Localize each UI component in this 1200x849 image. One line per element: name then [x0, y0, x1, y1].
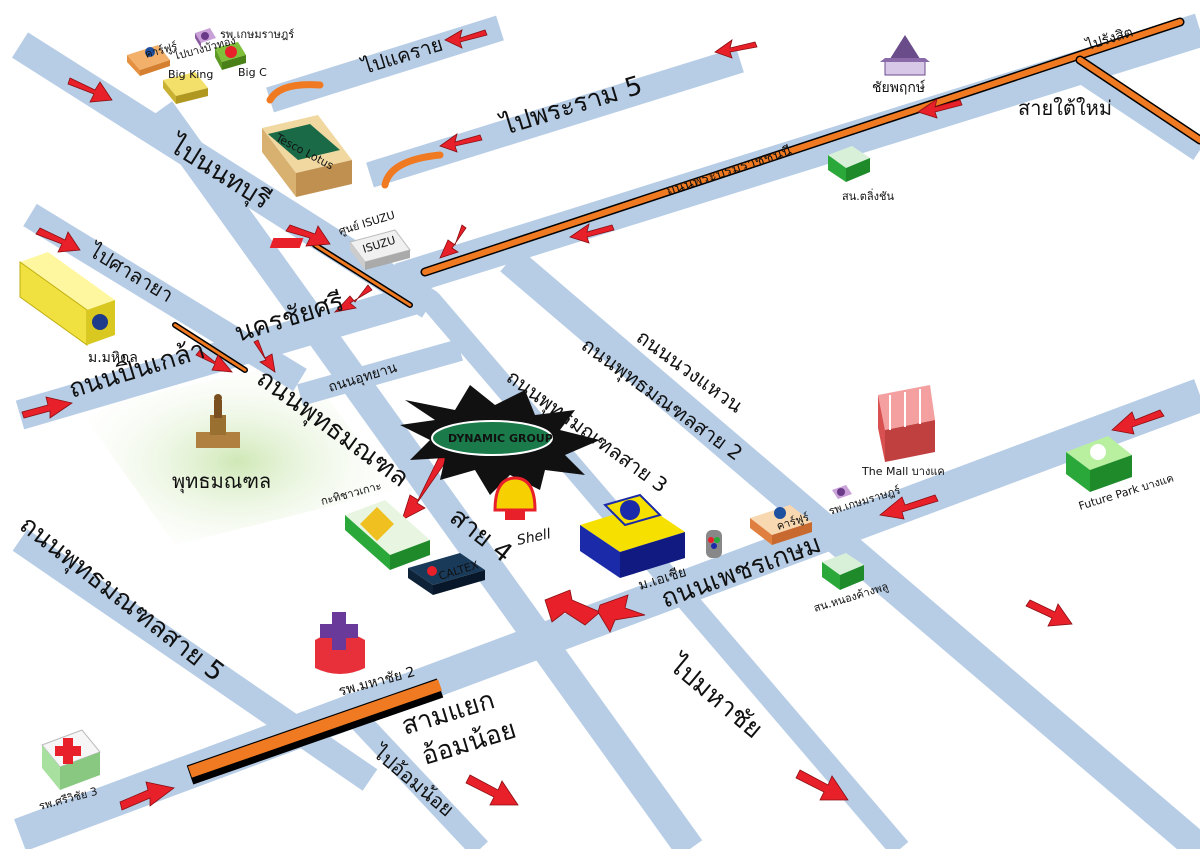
caltex-icon: [408, 553, 485, 595]
arrow: [879, 494, 939, 520]
label-phutthamonthon-park: พุทธมณฑล: [172, 469, 271, 494]
direction-arrows: [21, 29, 1165, 811]
arrow: [333, 284, 373, 313]
isuzu-icon: [269, 229, 411, 270]
arrow: [1025, 599, 1073, 627]
road-phutthamonthon-sai-4: [147, 101, 703, 849]
the-mall-icon: [878, 385, 935, 462]
asia-university-icon: [580, 493, 685, 578]
arrow: [544, 589, 601, 626]
pointer-arrow: [401, 454, 448, 521]
dynamic-group-burst: [400, 385, 600, 495]
arrow: [67, 77, 113, 103]
highlight-curve-top: [266, 81, 324, 104]
road-utthayan: [297, 339, 463, 406]
label-dynamic-group: DYNAMIC GROUP: [448, 432, 553, 445]
label-the-mall: The Mall บางแค: [861, 465, 945, 478]
label-big-king: Big King: [168, 68, 213, 81]
big-king-icon: [163, 72, 208, 104]
label-chaiyaphruek: ชัยพฤกษ์: [872, 79, 925, 96]
tesco-lotus-icon: [262, 115, 352, 197]
temple-icon: [880, 35, 930, 76]
arrow: [714, 39, 758, 59]
arrow: [439, 133, 483, 153]
arrow: [253, 339, 276, 373]
krathin-tok-icon: [345, 500, 430, 570]
arrow: [569, 223, 615, 244]
buddha-statue-icon: [196, 394, 240, 448]
carrefour-bottom-icon: [750, 505, 812, 545]
phutthamonthon-park-area: [80, 360, 395, 545]
label-taling-chan-station: สน.ตลิ่งชัน: [842, 188, 894, 203]
arrow: [21, 396, 73, 419]
label-mahidol: ม.มหิดล: [88, 350, 138, 366]
arrow: [439, 224, 467, 259]
label-new-southern-terminal: สายใต้ใหม่: [1018, 96, 1112, 120]
mahidol-building-icon: [19, 252, 115, 346]
label-shell: Shell: [516, 526, 553, 549]
shell-icon: [493, 476, 537, 520]
mahachai-hospital-icon: [315, 612, 365, 674]
label-to-phra-ram-5: ไปพระราม 5: [496, 70, 646, 143]
arrow: [917, 98, 963, 119]
kasemrad-bottom-icon: [832, 485, 852, 499]
sriwichai-hospital-icon: [41, 729, 101, 790]
future-park-icon: [1066, 436, 1132, 492]
channel-3-icon: [706, 530, 722, 558]
highlighted-route: [172, 17, 1200, 785]
big-c-icon: [215, 42, 246, 70]
arrow: [465, 774, 519, 806]
arrow: [285, 224, 331, 247]
road-phutthamonthon-sai-2: [500, 248, 1200, 849]
label-big-c: Big C: [238, 66, 267, 79]
label-kasemrad-top: รพ.เกษมราษฎร์: [220, 28, 294, 41]
police-station-bottom-icon: [822, 553, 864, 590]
carrefour-top-icon: [127, 45, 170, 76]
arrow: [1111, 409, 1165, 435]
kasemrad-top-icon: [195, 28, 216, 48]
road-phutthamonthon-sai-3: [421, 292, 909, 849]
arrow: [119, 781, 175, 811]
arrow: [444, 29, 488, 49]
police-station-top-icon: [828, 146, 870, 182]
highlight-curve-mid: [381, 151, 444, 189]
arrow: [597, 594, 646, 633]
arrow: [35, 227, 81, 253]
arrow: [795, 769, 849, 801]
road-new-terminal: [1073, 60, 1200, 160]
arrow: [195, 349, 233, 373]
